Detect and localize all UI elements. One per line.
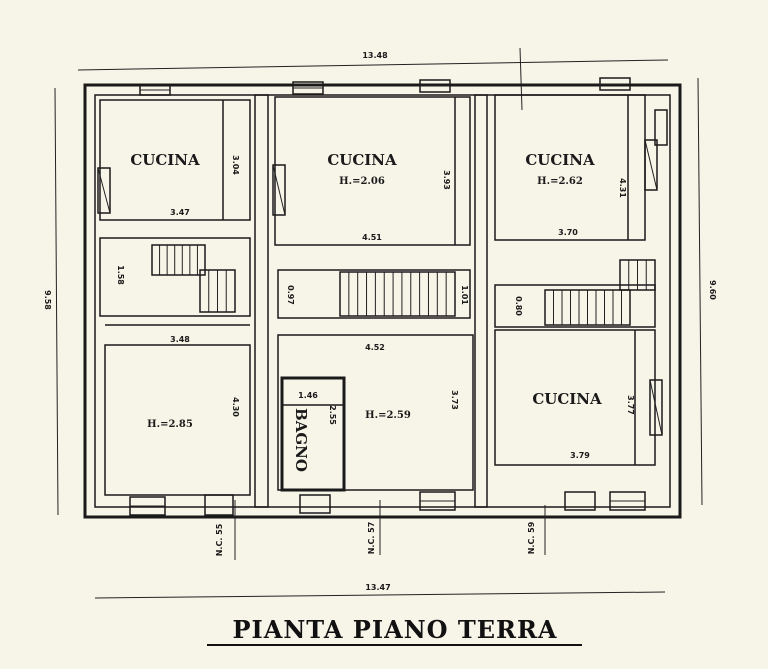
dim-bottom-middle-width: 4.52	[365, 343, 385, 352]
stair-flight	[619, 259, 656, 291]
windows	[129, 77, 668, 516]
dim-bottom-left-width: 3.48	[170, 335, 190, 344]
room-label-bathroom: BAGNO	[292, 408, 310, 472]
dim-bottom-right-depth: 3.77	[626, 395, 635, 415]
room-height-top-right: H.=2.62	[537, 176, 583, 187]
dim-stair-right: 0.80	[514, 296, 523, 316]
dimension-lines	[54, 47, 703, 599]
stair-flight	[199, 269, 236, 313]
room-label-bottom-right: CUCINA	[532, 390, 602, 408]
dim-top-middle-width: 4.51	[362, 233, 382, 242]
dim-stair-middle-left: 0.97	[286, 285, 295, 305]
stairs	[151, 244, 656, 326]
room-height-bottom-middle: H.=2.59	[365, 410, 411, 421]
dim-overall-top: 13.48	[362, 51, 388, 60]
civic-number-55: N.C. 55	[215, 523, 224, 556]
civic-number-59: N.C. 59	[527, 521, 536, 554]
dim-top-left-width: 3.47	[170, 208, 190, 217]
dim-bathroom-depth: 2.55	[328, 405, 337, 425]
plan-title: PIANTA PIANO TERRA	[232, 615, 557, 644]
stair-flight	[544, 289, 631, 326]
room-label-top-middle: CUCINA	[327, 151, 397, 169]
dim-bottom-left-depth: 4.30	[231, 397, 240, 417]
dim-overall-right: 9.60	[708, 280, 717, 300]
stair-flight	[339, 271, 456, 317]
dim-stair-left: 1.58	[116, 265, 125, 285]
dim-top-middle-depth: 3.93	[442, 170, 451, 190]
dim-overall-bottom: 13.47	[365, 583, 390, 592]
room-height-bottom-left: H.=2.85	[147, 419, 193, 430]
outer-walls	[83, 83, 682, 519]
room-height-top-middle: H.=2.06	[339, 176, 385, 187]
dim-stair-middle-right: 1.01	[460, 285, 469, 305]
dim-overall-left: 9.58	[43, 290, 52, 310]
dim-bottom-right-width: 3.79	[570, 451, 590, 460]
dim-bottom-middle-depth: 3.73	[450, 390, 459, 410]
dim-top-right-width: 3.70	[558, 228, 578, 237]
stove-symbols	[97, 139, 663, 436]
dim-top-left-depth: 3.04	[231, 155, 240, 175]
room-label-top-left: CUCINA	[130, 151, 200, 169]
dim-bathroom-width: 1.46	[298, 391, 318, 400]
civic-number-57: N.C. 57	[367, 522, 376, 555]
dim-top-right-depth: 4.31	[618, 178, 627, 198]
stair-flight	[151, 244, 206, 276]
room-label-top-right: CUCINA	[525, 151, 595, 169]
